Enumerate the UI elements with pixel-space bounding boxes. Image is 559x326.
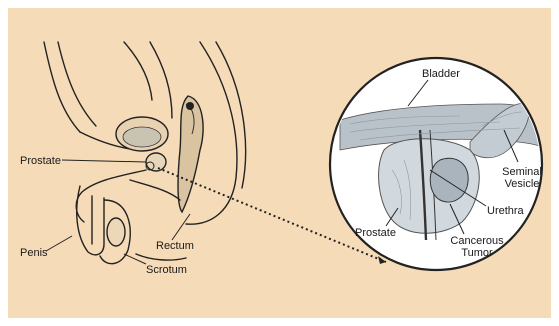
label-seminal-vesicle: Seminal Vesicle [500, 166, 544, 190]
label-bladder: Bladder [422, 68, 460, 80]
label-seminal-vesicle-line2: Vesicle [500, 178, 544, 190]
prostate-small [146, 153, 166, 171]
label-cancerous-tumor-line2: Tumor [444, 247, 510, 259]
rectum-lumen [186, 102, 194, 110]
label-penis: Penis [20, 247, 48, 259]
label-seminal-vesicle-line1: Seminal [500, 166, 544, 178]
cancerous-tumor [430, 158, 468, 202]
label-urethra: Urethra [487, 205, 524, 217]
testis [107, 218, 125, 246]
bladder [116, 117, 168, 151]
label-rectum: Rectum [156, 240, 194, 252]
label-cancerous-tumor: Cancerous Tumor [444, 235, 510, 259]
label-prostate-right: Prostate [355, 227, 396, 239]
bladder-contents [123, 127, 161, 147]
label-prostate-left: Prostate [20, 155, 61, 167]
label-cancerous-tumor-line1: Cancerous [444, 235, 510, 247]
label-scrotum: Scrotum [146, 264, 187, 276]
